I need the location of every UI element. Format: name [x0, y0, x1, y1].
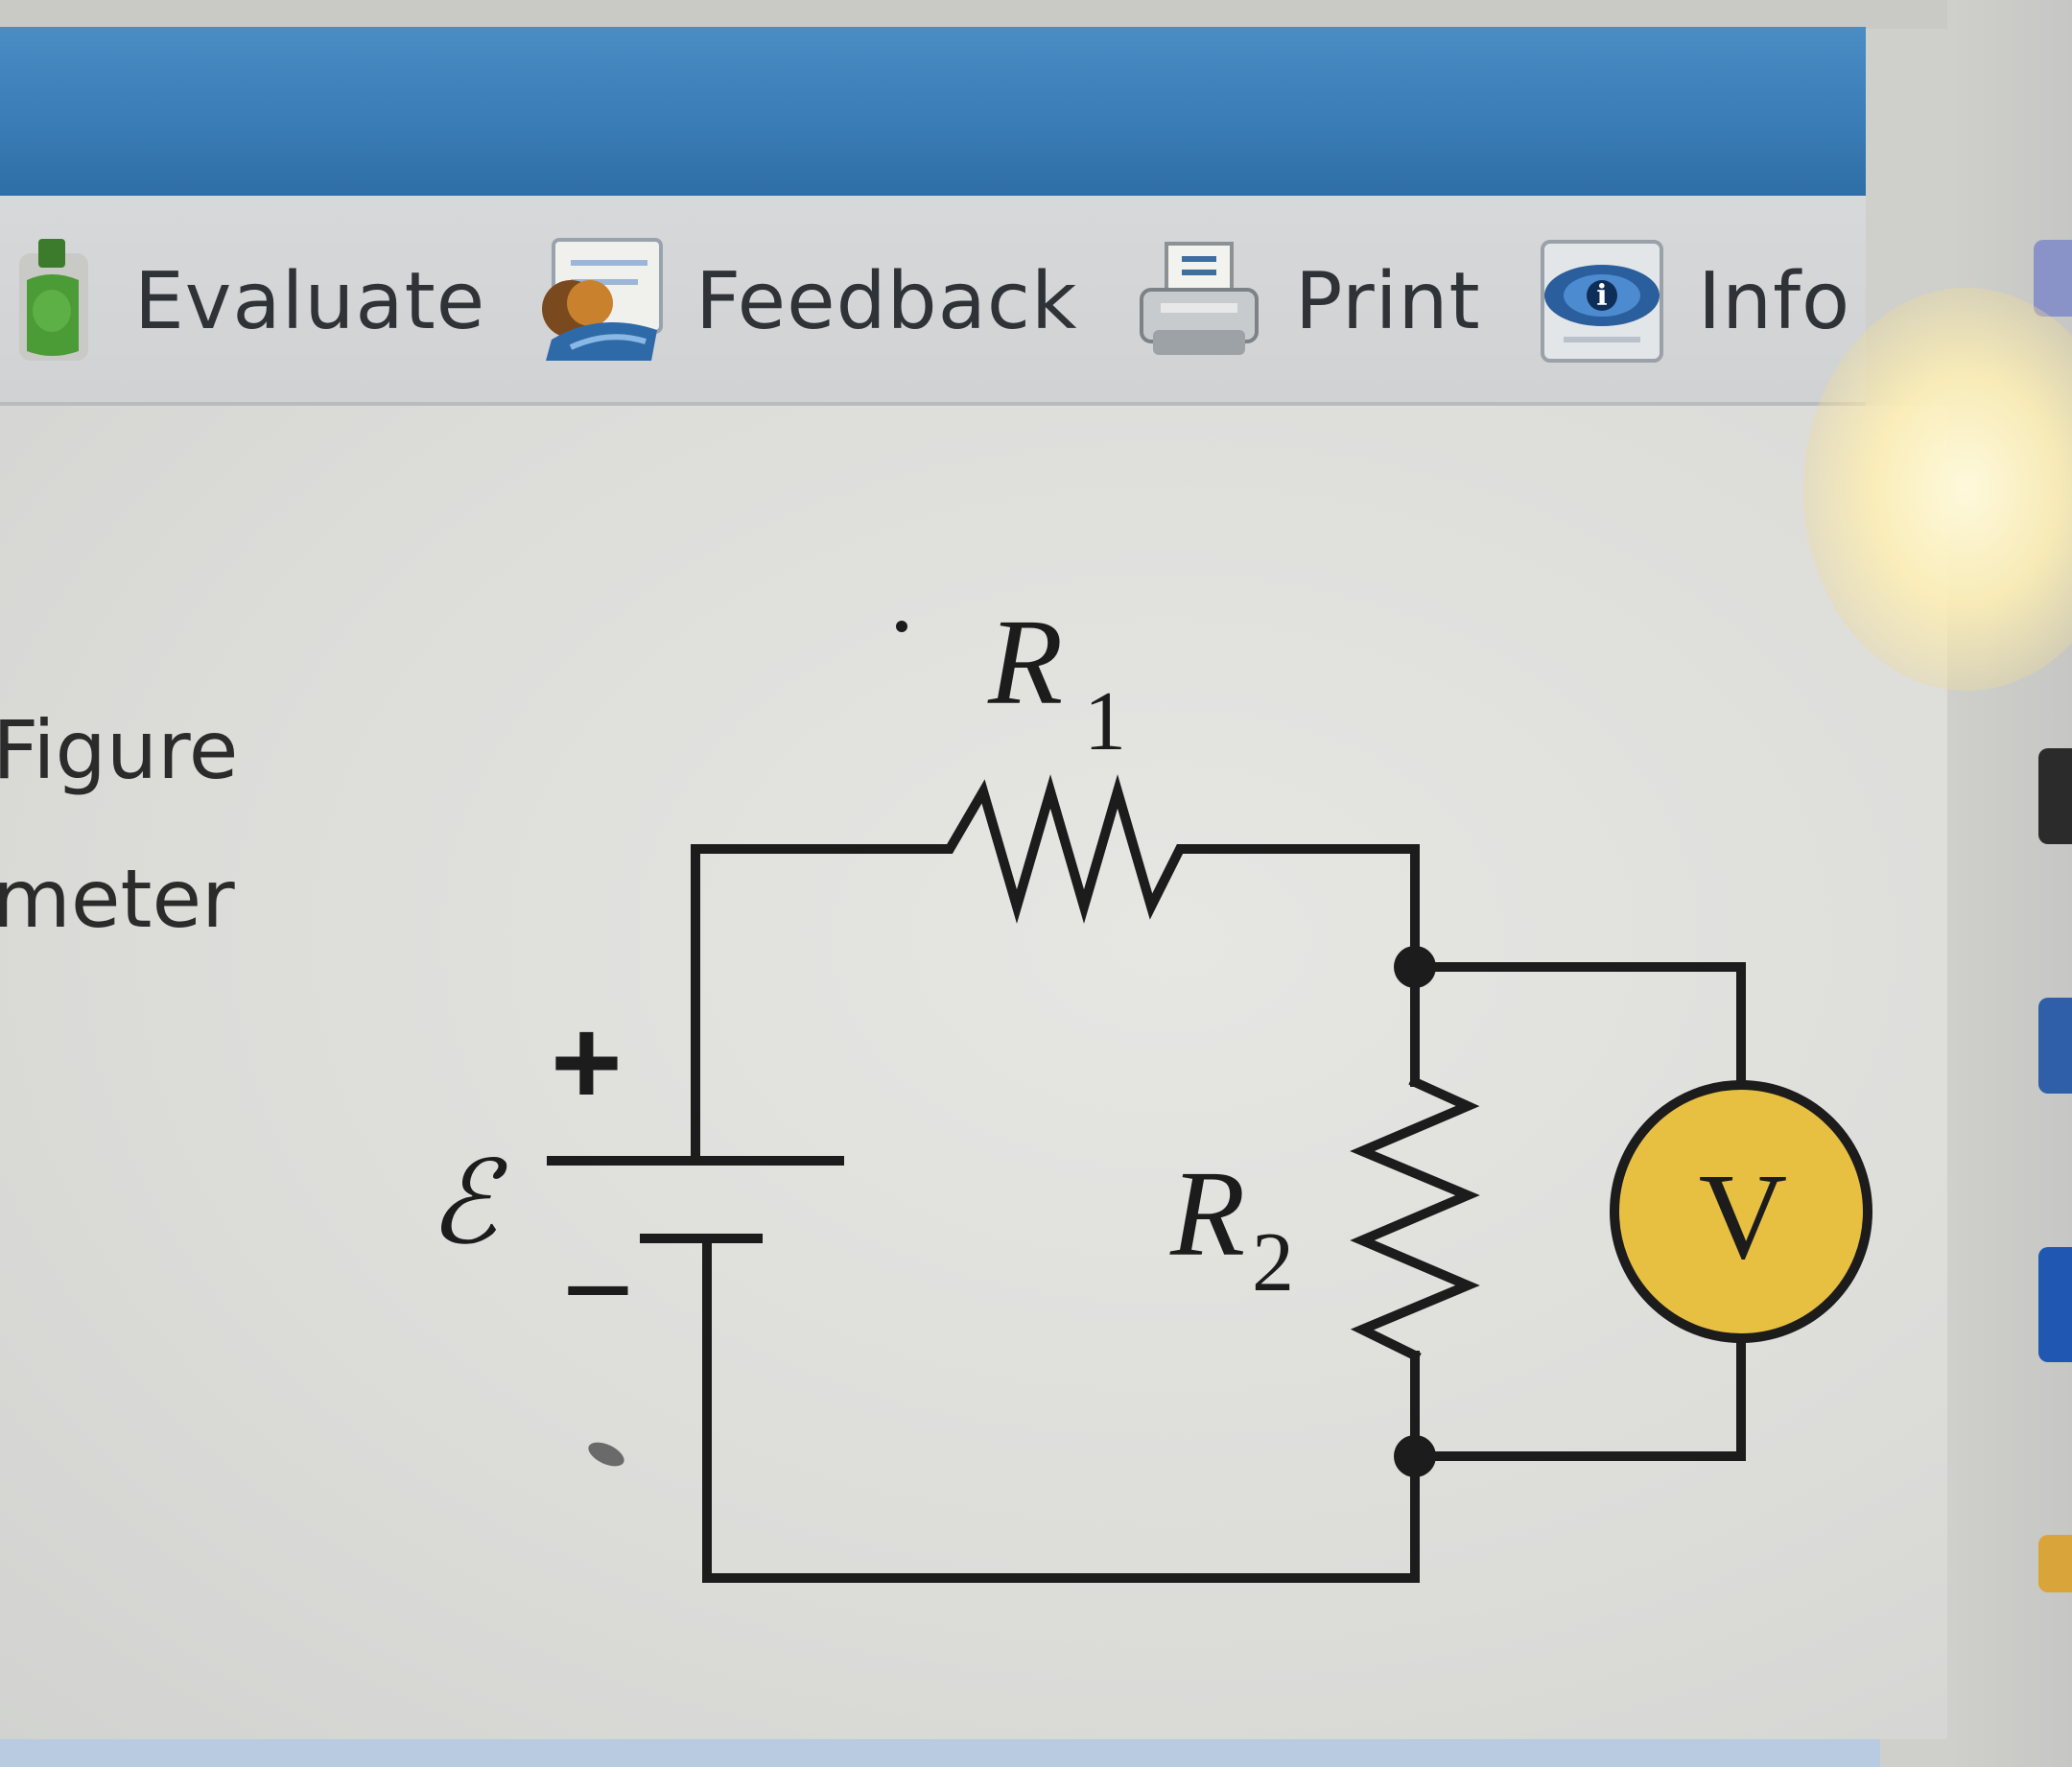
r2-subscript: 2 — [1252, 1216, 1294, 1309]
circuit-diagram: V ℰ + − R 1 R 2 — [428, 594, 1872, 1583]
edge-icon-5[interactable] — [2038, 1535, 2072, 1592]
voltmeter — [1610, 1080, 1872, 1343]
bottom-bar — [0, 1739, 1880, 1767]
r1-subscript: 1 — [1084, 675, 1126, 768]
bottle-icon — [0, 234, 106, 368]
r2-resistor — [1350, 1075, 1480, 1362]
header-bar — [0, 27, 1866, 196]
minus-sign: − — [562, 1221, 634, 1358]
feedback-label: Feedback — [695, 255, 1078, 347]
edge-icon-1[interactable] — [2034, 240, 2072, 317]
voltmeter-label: V — [1699, 1148, 1787, 1284]
top-strip — [0, 0, 2072, 29]
smudge-mark — [588, 1442, 624, 1467]
feedback-button[interactable]: Feedback — [532, 234, 1078, 368]
feedback-icon — [532, 234, 667, 368]
r1-resistor — [921, 774, 1206, 924]
eye-info-icon: i — [1535, 234, 1669, 368]
evaluate-button[interactable]: Evaluate — [0, 234, 485, 368]
svg-text:i: i — [1596, 279, 1607, 313]
r1-symbol: R — [987, 594, 1063, 730]
info-button[interactable]: i Info — [1535, 234, 1850, 368]
wire-voltmeter-bottom — [1410, 1333, 1746, 1461]
print-label: Print — [1295, 255, 1481, 347]
print-button[interactable]: Print — [1132, 234, 1481, 368]
meter-text: meter — [0, 852, 235, 946]
dust-speck — [896, 621, 907, 632]
edge-icon-2[interactable] — [2038, 748, 2072, 844]
wire-voltmeter-top — [1410, 962, 1746, 1092]
right-edge-panel — [1947, 0, 2072, 1767]
plus-sign: + — [551, 994, 623, 1131]
junction-bottom — [1394, 1435, 1436, 1477]
toolbar: Evaluate Feedback Print — [0, 196, 1866, 406]
content-panel: Figure meter V ℰ + − R 1 R 2 — [0, 406, 1947, 1739]
printer-icon — [1132, 234, 1266, 368]
edge-icon-3[interactable] — [2038, 998, 2072, 1094]
r2-symbol: R — [1169, 1145, 1245, 1282]
info-label: Info — [1698, 255, 1851, 347]
junction-top — [1394, 946, 1436, 988]
emf-symbol: ℰ — [428, 1137, 508, 1270]
evaluate-label: Evaluate — [134, 255, 486, 347]
edge-icon-4[interactable] — [2038, 1247, 2072, 1362]
wire-bottom — [702, 1234, 1420, 1583]
figure-text: Figure — [0, 703, 239, 797]
wire-left-top — [691, 844, 930, 1166]
wire-top-right — [1196, 844, 1420, 972]
